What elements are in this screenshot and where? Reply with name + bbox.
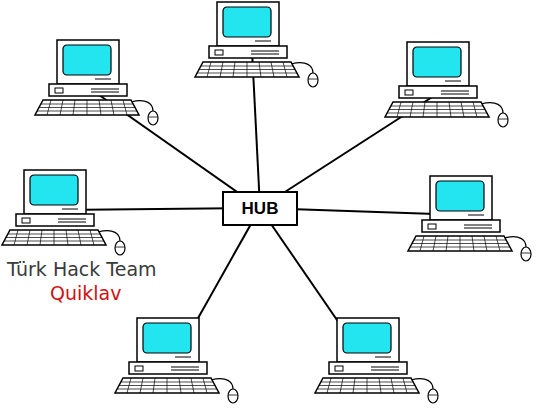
computer-icon bbox=[408, 176, 531, 261]
watermark-text: Türk Hack Team bbox=[7, 259, 157, 280]
computer-icon bbox=[115, 318, 238, 403]
computer-icon bbox=[315, 318, 438, 403]
node-label: HUB bbox=[242, 200, 279, 217]
author-text: Quiklav bbox=[50, 283, 121, 304]
computer-icon bbox=[35, 40, 158, 125]
computer-icon bbox=[195, 2, 318, 87]
hub-box: HUB bbox=[222, 191, 298, 226]
computer-icon bbox=[2, 170, 125, 255]
computer-icon bbox=[385, 42, 508, 127]
